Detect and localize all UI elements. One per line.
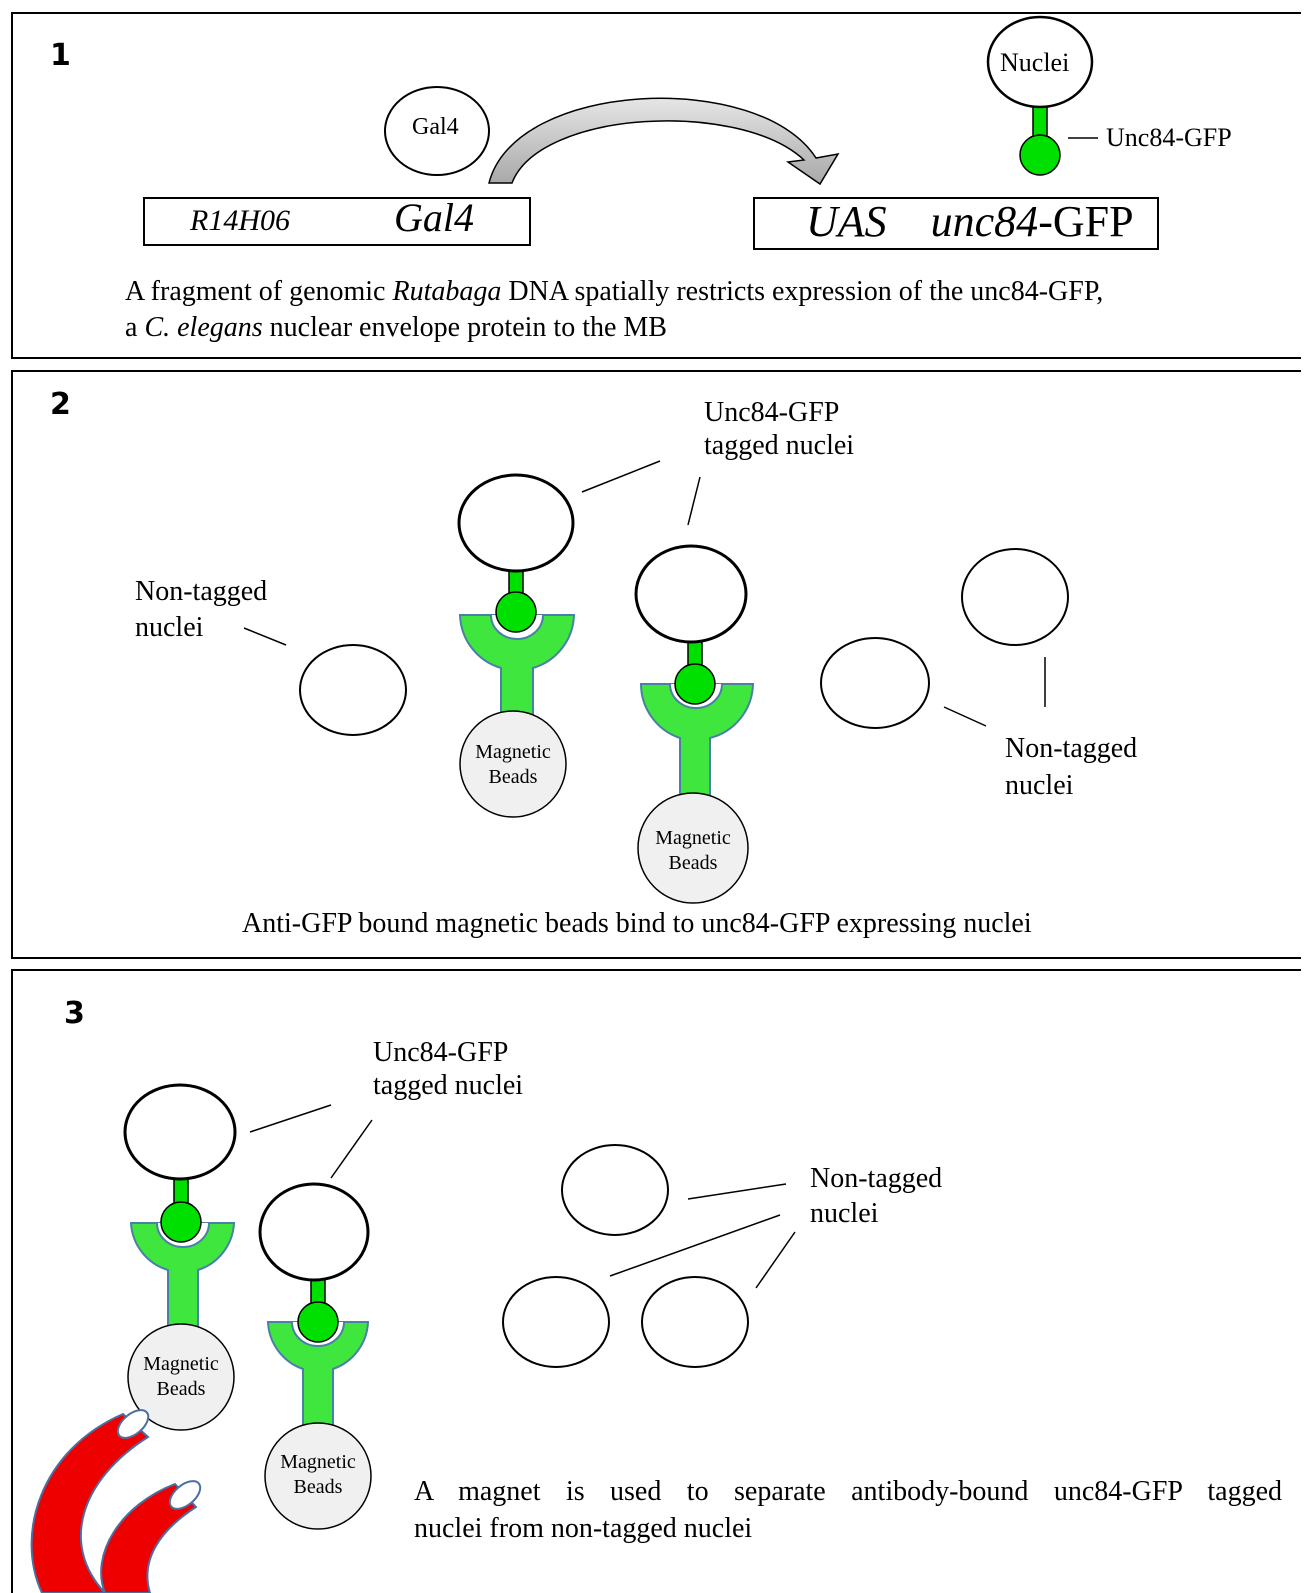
panel-number: 2 xyxy=(50,387,71,422)
panel1-caption-line1: A fragment of genomic Rutabaga DNA spati… xyxy=(125,276,1103,308)
gal4-gene-label: Gal4 xyxy=(394,195,474,240)
panel-number: 1 xyxy=(50,38,71,73)
nontagged-nucleus xyxy=(641,1276,749,1368)
gal4-driver-box xyxy=(143,197,531,246)
uas-construct-label: UAS unc84-GFP xyxy=(806,196,1134,247)
unc84-gene-label: unc84 xyxy=(930,197,1039,246)
label-line: nuclei xyxy=(810,1198,879,1229)
nontagged-leader-line xyxy=(687,1183,787,1200)
caption-italic: C. elegans xyxy=(144,312,263,343)
label-line: Non-tagged xyxy=(135,576,268,607)
label-line: Unc84-GFP xyxy=(373,1037,509,1068)
label-line: Beads xyxy=(156,1378,206,1400)
nucleus-ellipse xyxy=(986,15,1094,109)
panel1-caption-line2: a C. elegans nuclear envelope protein to… xyxy=(125,312,667,344)
gfp-knob xyxy=(1019,134,1061,176)
tagged-leader-line xyxy=(249,1104,332,1133)
label-line: Beads xyxy=(488,766,538,788)
nontagged-nucleus xyxy=(502,1276,610,1368)
uas-label: UAS xyxy=(806,197,887,246)
nontagged-leader-line xyxy=(243,627,287,646)
caption-text: DNA spatially restricts expression of th… xyxy=(501,276,1104,307)
enhancer-label: R14H06 xyxy=(190,204,290,237)
nontagged-leader-line xyxy=(943,706,987,727)
nontagged-nuclei-label: Non-tagged nuclei xyxy=(810,1161,942,1231)
nontagged-leader-line xyxy=(609,1214,781,1277)
label-line: Unc84-GFP xyxy=(704,397,840,428)
tagged-complex xyxy=(457,473,576,818)
label-line: Magnetic xyxy=(280,1451,356,1473)
nontagged-nucleus xyxy=(561,1144,669,1236)
label-line: Non-tagged xyxy=(810,1163,943,1194)
caption-line: A magnet is used to separate antibody-bo… xyxy=(414,1476,1282,1507)
unc84-gfp-label: Unc84-GFP xyxy=(1106,123,1232,152)
nontagged-nuclei-label: Non-tagged nuclei xyxy=(1005,730,1137,804)
tagged-leader-line xyxy=(581,460,661,493)
tagged-complex xyxy=(123,1083,237,1431)
label-line: Magnetic xyxy=(475,741,551,763)
tagged-complex xyxy=(258,1182,372,1530)
nuclei-label: Nuclei xyxy=(1000,48,1070,77)
gal4-protein-label: Gal4 xyxy=(412,114,459,140)
tagged-leader-line xyxy=(330,1119,373,1179)
panel-3 xyxy=(11,969,1301,1593)
panel-number: 3 xyxy=(64,996,85,1031)
caption-text: a xyxy=(125,312,145,343)
tagged-leader-line xyxy=(687,476,701,526)
gal4-protein-ellipse xyxy=(384,86,490,176)
nontagged-nuclei-label: Non-tagged nuclei xyxy=(135,574,267,646)
caption-text: A fragment of genomic xyxy=(125,276,393,307)
nontagged-nucleus xyxy=(820,637,930,729)
caption-line: nuclei from non-tagged nuclei xyxy=(414,1513,753,1544)
label-line: Magnetic xyxy=(143,1353,219,1375)
gfp-suffix: -GFP xyxy=(1038,197,1134,246)
nontagged-nucleus xyxy=(299,644,407,736)
caption-italic: Rutabaga xyxy=(392,276,502,307)
nontagged-leader-line xyxy=(755,1231,796,1289)
label-line: Beads xyxy=(293,1476,343,1498)
activation-arrow xyxy=(488,97,840,186)
label-line: nuclei xyxy=(135,612,204,643)
label-line: Beads xyxy=(668,852,718,874)
label-line: Non-tagged xyxy=(1005,733,1138,764)
label-line: tagged nuclei xyxy=(373,1070,524,1101)
label-line: nuclei xyxy=(1005,770,1074,801)
panel2-caption: Anti-GFP bound magnetic beads bind to un… xyxy=(242,908,1032,939)
caption-text: nuclear envelope protein to the MB xyxy=(262,312,667,343)
label-line: tagged nuclei xyxy=(704,430,855,461)
label-line: Magnetic xyxy=(655,827,731,849)
uas-construct-box xyxy=(753,197,1159,250)
nontagged-nucleus xyxy=(961,548,1069,646)
tagged-complex xyxy=(634,544,755,904)
panel3-caption: A magnet is used to separate antibody-bo… xyxy=(414,1473,1282,1547)
magnet-icon xyxy=(30,1409,202,1593)
